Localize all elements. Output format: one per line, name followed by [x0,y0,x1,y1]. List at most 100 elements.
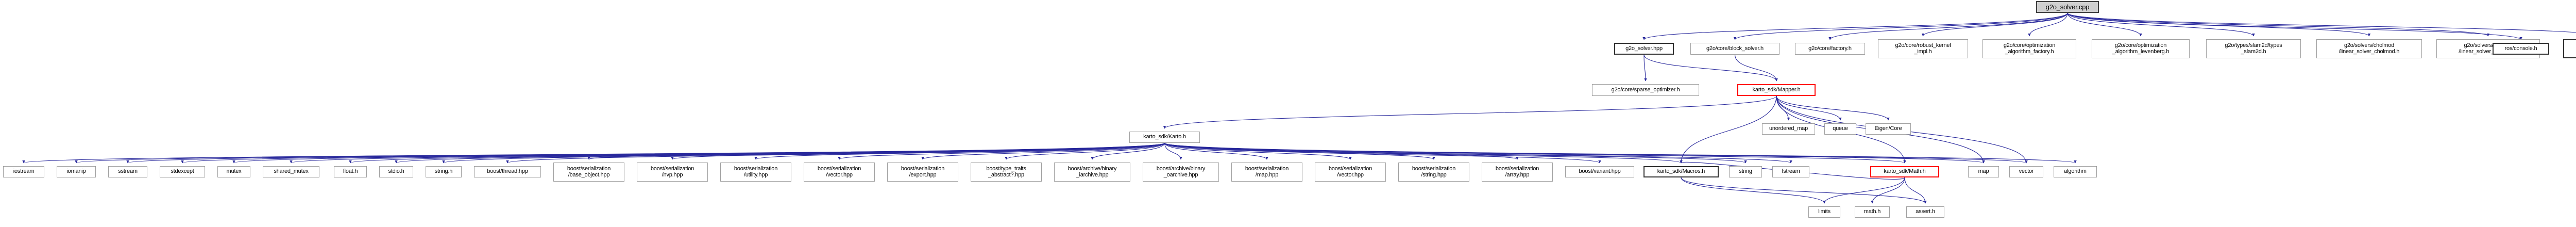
graph-node-root[interactable]: g2o_solver.cpp [2036,1,2099,13]
graph-node-l_binarchive[interactable]: boost/archive/binary _iarchive.hpp [1054,163,1130,182]
graph-node-l_servector2[interactable]: boost/serialization /vector.hpp [1315,163,1386,182]
graph-edge [1164,142,1182,160]
graph-edge [1164,142,1683,164]
graph-edge [1733,12,2068,40]
graph-node-l_serstring[interactable]: boost/serialization /string.hpp [1398,163,1469,182]
graph-edge [1776,95,1790,121]
graph-node-l_serbase[interactable]: boost/serialization /base_object.hpp [553,163,624,182]
graph-node-n_karto[interactable]: karto_sdk/Karto.h [1129,132,1200,143]
graph-node-n_hpp[interactable]: g2o_solver.hpp [1614,43,1674,55]
graph-node-n_mapper[interactable]: karto_sdk/Mapper.h [1737,84,1816,96]
graph-node-l_sstream[interactable]: sstream [108,166,147,177]
graph-node-l_servector[interactable]: boost/serialization /vector.hpp [804,163,875,182]
graph-node-l_iomanip[interactable]: iomanip [57,166,96,177]
graph-node-l_string[interactable]: string [1729,166,1762,177]
graph-edge [1163,95,1777,129]
graph-node-l_stdexcept[interactable]: stdexcept [160,166,205,177]
graph-edge [1164,142,1747,164]
graph-node-l_kartomath[interactable]: karto_sdk/Math.h [1870,166,1939,177]
graph-edge [1871,177,1905,204]
graph-node-l_serexport[interactable]: boost/serialization /export.hpp [887,163,958,182]
graph-node-n_robust[interactable]: g2o/core/robust_kernel _impl.h [1878,39,1968,58]
graph-node-n_unordered[interactable]: unordered_map [1762,123,1815,135]
graph-edge [1164,142,1985,164]
graph-edge [1681,177,1826,204]
graph-node-l_map[interactable]: map [1968,166,1999,177]
graph-node-n_sparseopt[interactable]: g2o/core/sparse_optimizer.h [1592,84,1699,96]
graph-node-l_boostvariant[interactable]: boost/variant.hpp [1565,166,1634,177]
graph-edge [1823,177,1905,204]
graph-edge [22,142,1165,164]
graph-edge [506,142,1165,164]
graph-node-l_iostream[interactable]: iostream [3,166,44,177]
graph-edge [1164,142,1352,160]
graph-edge [1643,54,1778,82]
graph-edge [1828,12,2068,40]
graph-edge [1164,142,1601,164]
graph-edge [671,142,1165,160]
graph-node-l_sernvp[interactable]: boost/serialization /nvp.hpp [637,163,708,182]
graph-edge [1776,95,1890,121]
graph-edge [1164,142,1519,160]
graph-edge [2067,12,2490,37]
graph-node-l_floath[interactable]: float.h [334,166,367,177]
graph-node-b_limits[interactable]: limits [1808,206,1840,218]
graph-node-l_sharedmutex[interactable]: shared_mutex [263,166,319,177]
graph-edge [2028,12,2068,37]
graph-node-l_stringh[interactable]: string.h [426,166,462,177]
graph-node-l_serarray[interactable]: boost/serialization /array.hpp [1482,163,1553,182]
graph-node-l_vector[interactable]: vector [2009,166,2043,177]
graph-edge [232,142,1165,164]
graph-node-n_slam2d[interactable]: g2o/types/slam2d/types _slam2d.h [2206,39,2301,58]
graph-node-l_serutility[interactable]: boost/serialization /utility.hpp [720,163,791,182]
graph-node-l_mutex[interactable]: mutex [217,166,250,177]
graph-edge [838,142,1165,160]
graph-edge [2067,12,2522,40]
graph-node-l_typetraits[interactable]: boost/type_traits _abstract?.hpp [971,163,1042,182]
graph-edge [1164,142,2077,164]
graph-node-l_boostthread[interactable]: boost/thread.hpp [474,166,541,177]
graph-edge [1164,142,1792,164]
graph-node-b_mathh[interactable]: math.h [1855,206,1890,218]
graph-edge [2067,12,2142,37]
graph-node-n_console[interactable]: ros/console.h [2493,43,2549,55]
graph-node-n_cholmod[interactable]: g2o/solvers/cholmod /linear_solver_cholm… [2316,39,2422,58]
graph-edge [181,142,1165,164]
graph-edge [1164,142,1435,160]
graph-edge [1904,177,1927,204]
graph-edge [395,142,1165,164]
graph-edge [1091,142,1165,160]
graph-node-n_block[interactable]: g2o/core/block_solver.h [1690,43,1780,55]
graph-edge [1164,142,2028,164]
graph-node-n_optlev[interactable]: g2o/core/optimization _algorithm_levenbe… [2092,39,2190,58]
graph-node-n_eigen[interactable]: Eigen/Core [1866,123,1911,135]
graph-edge [349,142,1165,164]
graph-edge [126,142,1165,164]
graph-node-l_algorithm[interactable]: algorithm [2054,166,2097,177]
graph-node-l_kartomacros[interactable]: karto_sdk/Macros.h [1643,166,1719,177]
graph-node-n_pluginlib[interactable]: pluginlib/class_list _macros.h [2563,39,2576,58]
graph-node-l_sermap[interactable]: boost/serialization /map.hpp [1231,163,1302,182]
graph-edge [2067,12,2371,37]
graph-node-n_csparse[interactable]: g2o/solvers/csparse /linear_solver_cspar… [2436,39,2540,58]
graph-edge [2067,12,2255,37]
graph-edge [1642,12,2068,40]
graph-node-n_factory[interactable]: g2o/core/factory.h [1795,43,1865,55]
graph-node-n_queue[interactable]: queue [1824,123,1856,135]
graph-edge [1164,142,1906,164]
graph-edge [921,142,1165,160]
graph-edge [75,142,1165,164]
graph-edge [1734,54,1778,82]
graph-node-n_optfac[interactable]: g2o/core/optimization _algorithm_factory… [1982,39,2076,58]
graph-node-l_boarchive[interactable]: boost/archive/binary _oarchive.hpp [1143,163,1219,182]
graph-edge [442,142,1165,164]
graph-edge [1681,177,1927,204]
graph-node-b_asserth[interactable]: assert.h [1906,206,1944,218]
graph-node-l_fstream[interactable]: fstream [1772,166,1809,177]
graph-edge [2067,12,2576,33]
graph-edge [1643,54,1647,82]
graph-edge [587,142,1165,160]
graph-node-l_stdioh[interactable]: stdio.h [379,166,413,177]
